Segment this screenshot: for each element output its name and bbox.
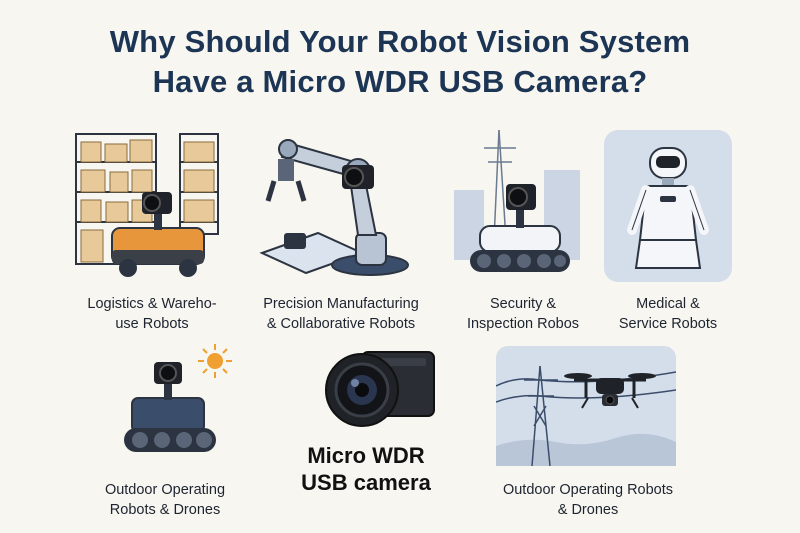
center-product-label: Micro WDR USB camera: [301, 443, 431, 495]
outdoor-robot-icon: [124, 344, 232, 452]
outdoor-robot-illustration: [120, 342, 240, 468]
drone-illustration: [495, 346, 677, 467]
robotic-arm-illustration: [258, 125, 418, 280]
warehouse-robot-icon: [75, 133, 219, 277]
section-caption-logistics: Logistics & Wareho- use Robots: [87, 296, 217, 332]
usb-camera-module-icon: [325, 351, 435, 427]
title-line-2: Have a Micro WDR USB Camera?: [152, 64, 648, 99]
section-caption-manufacturing: Precision Manufacturing & Collaborative …: [263, 296, 419, 332]
drone-icon: [495, 346, 677, 467]
humanoid-robot-icon: [604, 130, 732, 282]
usb-camera-illustration: [322, 348, 438, 432]
warehouse-robot-illustration: [72, 130, 222, 280]
inspection-robot-illustration: [454, 129, 584, 280]
section-caption-drones: Outdoor Operating Robots & Drones: [502, 482, 674, 518]
title-line-1: Why Should Your Robot Vision System: [109, 24, 691, 59]
section-caption-medical: Medical & Service Robots: [618, 296, 718, 332]
humanoid-robot-illustration: [604, 130, 732, 282]
section-caption-outdoor-robot: Outdoor Operating Robots & Drones: [104, 482, 226, 518]
page-title: Why Should Your Robot Vision System Have…: [0, 22, 800, 102]
inspection-robot-icon: [454, 129, 580, 272]
robotic-arm-icon: [259, 139, 409, 276]
section-caption-security: Security & Inspection Robos: [466, 296, 580, 332]
